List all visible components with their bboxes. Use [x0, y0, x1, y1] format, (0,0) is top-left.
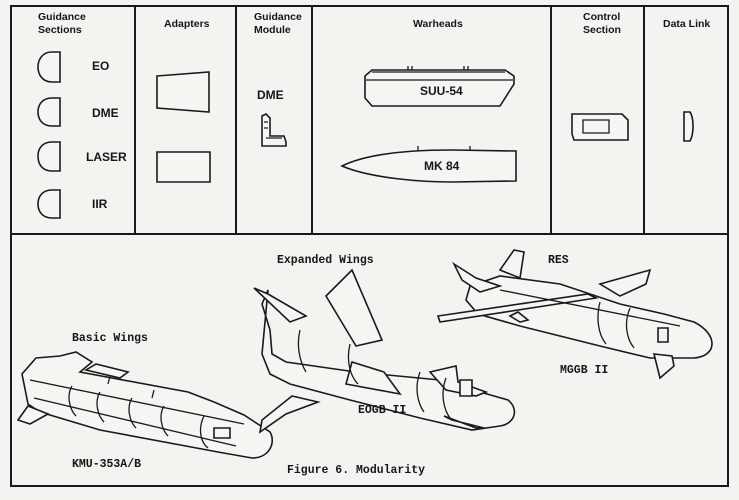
column-divider: [643, 5, 645, 235]
control-section-box: [572, 114, 628, 140]
header-guidance-sections: Guidance Sections: [38, 11, 86, 36]
weapon-mggb-ii: [438, 250, 712, 378]
label-kmu-353: KMU-353A/B: [72, 458, 142, 471]
guidance-module-part: [262, 114, 286, 146]
column-divider: [311, 5, 313, 235]
guidance-module-label: DME: [257, 88, 284, 102]
warhead-mk-84: [342, 146, 516, 182]
guidance-label-laser: LASER: [86, 150, 127, 164]
adapter-straight: [157, 152, 210, 182]
guidance-label-dme: DME: [92, 106, 119, 120]
warhead-label-mk-84: MK 84: [424, 159, 460, 173]
header-adapters: Adapters: [164, 18, 210, 30]
figure-frame: [10, 5, 729, 487]
panel-divider: [10, 233, 729, 235]
header-data-link: Data Link: [663, 18, 711, 30]
weapon-kmu-353: [18, 352, 272, 458]
column-divider: [550, 5, 552, 235]
data-link-part: [684, 112, 693, 141]
label-res: RES: [548, 254, 569, 267]
warhead-suu-54: [365, 66, 514, 106]
header-guidance-module: Guidance Module: [254, 11, 302, 36]
warhead-label-suu-54: SUU-54: [420, 84, 463, 98]
column-divider: [235, 5, 237, 235]
seeker-head-eo: [38, 52, 60, 82]
guidance-label-eo: EO: [92, 59, 110, 73]
label-mggb-ii: MGGB II: [560, 364, 609, 377]
header-control-section: Control Section: [583, 11, 621, 36]
label-basic-wings: Basic Wings: [72, 332, 148, 345]
seeker-head-iir: [38, 190, 60, 218]
weapon-eogb-ii: [254, 270, 514, 432]
label-eogb-ii: EOGB II: [358, 404, 407, 417]
adapter-tapered: [157, 72, 209, 112]
seeker-head-dme: [38, 98, 60, 126]
figure-caption: Figure 6. Modularity: [287, 464, 426, 477]
label-expanded-wings: Expanded Wings: [277, 254, 374, 267]
column-divider: [134, 5, 136, 235]
seeker-head-laser: [38, 142, 60, 171]
guidance-label-iir: IIR: [92, 197, 108, 211]
header-warheads: Warheads: [413, 18, 463, 30]
